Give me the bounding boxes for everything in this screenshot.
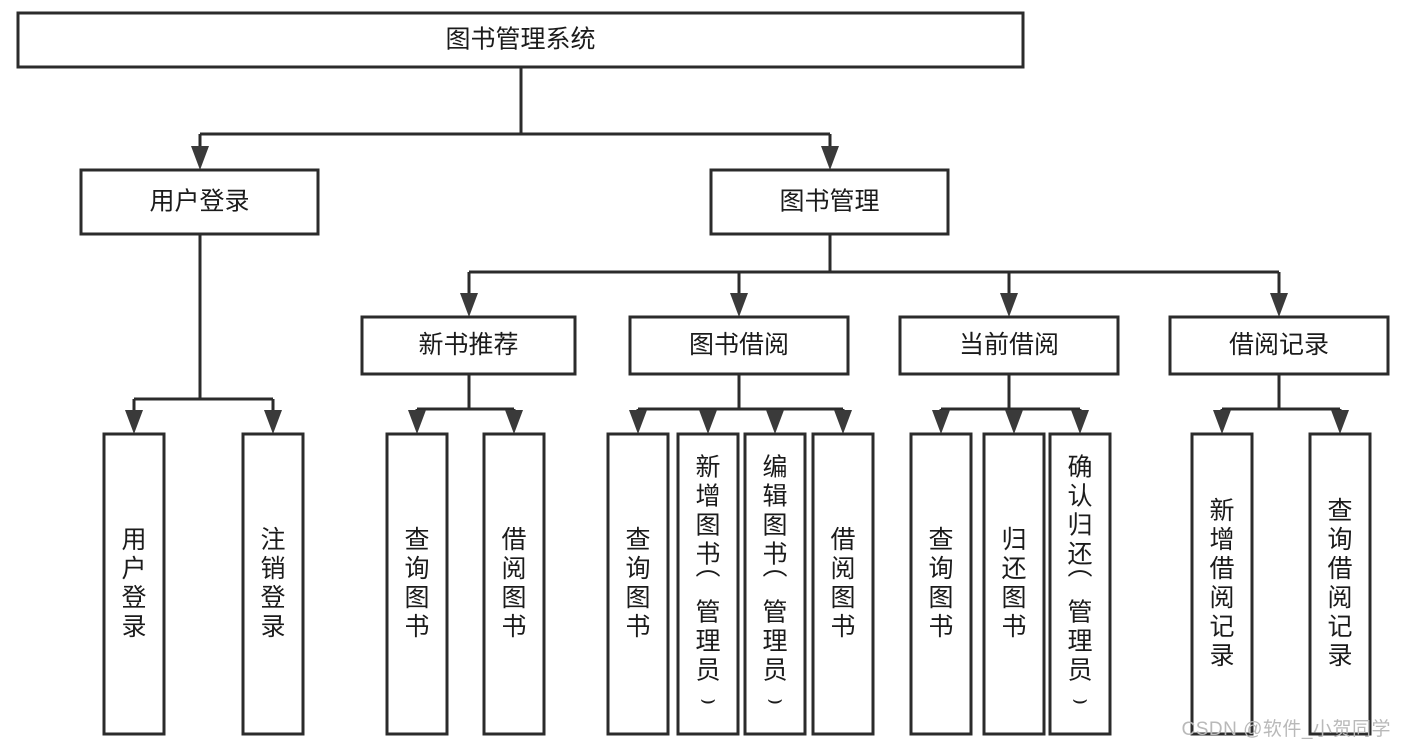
node-box-leaf-borrow-book[interactable] [811,432,875,736]
node-box-borrow-record[interactable] [1168,315,1390,376]
node-root[interactable]: 图书管理系统 [16,11,1025,69]
watermark-label: CSDN @软件_小贺同学 [1181,719,1391,740]
arrow-head-icon [1005,410,1023,434]
node-box-leaf-confirm-return[interactable] [1048,432,1112,736]
node-box-leaf-query-record[interactable] [1308,432,1372,736]
node-box-root[interactable] [16,11,1025,69]
arrow-head-icon [821,146,839,170]
edge-group-borrow-record [1213,374,1349,434]
node-leaf-user-login[interactable]: 用户登录 [102,432,166,736]
node-leaf-query-record[interactable]: 查询借阅记录 [1308,432,1372,736]
arrow-head-icon [766,410,784,434]
arrow-head-icon [699,410,717,434]
node-leaf-add-book[interactable]: 新增图书⌒管理员⌣ [676,432,740,736]
arrow-head-icon [834,410,852,434]
node-box-leaf-borrow-book-rec[interactable] [482,432,546,736]
node-label-root: 图书管理系统 [445,26,595,54]
node-leaf-borrow-book[interactable]: 借阅图书 [811,432,875,736]
edge-group-new-book-recommend [408,374,523,434]
node-borrow-record[interactable]: 借阅记录 [1168,315,1390,376]
node-box-book-borrow[interactable] [628,315,850,376]
node-label-leaf-borrow-book: 借阅图书 [830,526,855,641]
edge-group-current-borrow [932,374,1089,434]
node-leaf-return-book[interactable]: 归还图书 [982,432,1046,736]
arrow-head-icon [932,410,950,434]
node-label-leaf-confirm-return: 确认归还⌒管理员⌣ [1067,454,1092,714]
node-label-leaf-user-logout: 注销登录 [260,526,285,641]
node-label-user-login: 用户登录 [149,188,249,216]
node-leaf-edit-book[interactable]: 编辑图书⌒管理员⌣ [743,432,807,736]
node-box-user-login[interactable] [79,168,320,236]
arrow-head-icon [1331,410,1349,434]
node-new-book-recommend[interactable]: 新书推荐 [360,315,577,376]
node-layer: 图书管理系统用户登录图书管理新书推荐图书借阅当前借阅借阅记录用户登录注销登录查询… [16,11,1390,736]
node-label-borrow-record: 借阅记录 [1229,331,1329,359]
node-label-leaf-edit-book: 编辑图书⌒管理员⌣ [762,454,787,714]
node-box-leaf-query-book-rec[interactable] [385,432,449,736]
node-label-leaf-user-login: 用户登录 [121,526,146,641]
edge-group-root [191,67,839,170]
arrow-head-icon [460,293,478,317]
node-label-leaf-add-record: 新增借阅记录 [1209,497,1234,670]
node-label-leaf-return-book: 归还图书 [1001,526,1026,641]
arrow-head-icon [730,293,748,317]
node-label-book-manage: 图书管理 [779,188,879,216]
node-label-leaf-query-record: 查询借阅记录 [1327,497,1352,670]
node-label-book-borrow: 图书借阅 [689,331,789,359]
node-box-book-manage[interactable] [709,168,950,236]
node-leaf-borrow-book-rec[interactable]: 借阅图书 [482,432,546,736]
edge-layer [125,67,1349,434]
node-box-leaf-return-book[interactable] [982,432,1046,736]
arrow-head-icon [191,146,209,170]
arrow-head-icon [408,410,426,434]
node-label-leaf-query-book-current: 查询图书 [928,526,953,641]
node-box-leaf-query-book-borrow[interactable] [606,432,670,736]
arrow-head-icon [264,410,282,434]
node-leaf-confirm-return[interactable]: 确认归还⌒管理员⌣ [1048,432,1112,736]
node-book-manage[interactable]: 图书管理 [709,168,950,236]
node-box-leaf-add-book[interactable] [676,432,740,736]
arrow-head-icon [1000,293,1018,317]
node-box-leaf-user-login[interactable] [102,432,166,736]
node-label-new-book-recommend: 新书推荐 [418,331,518,359]
node-label-leaf-query-book-borrow: 查询图书 [625,526,650,641]
node-current-borrow[interactable]: 当前借阅 [898,315,1120,376]
node-box-new-book-recommend[interactable] [360,315,577,376]
node-leaf-query-book-rec[interactable]: 查询图书 [385,432,449,736]
node-box-leaf-add-record[interactable] [1190,432,1254,736]
node-label-leaf-query-book-rec: 查询图书 [404,526,429,641]
node-box-leaf-user-logout[interactable] [241,432,305,736]
node-label-leaf-add-book: 新增图书⌒管理员⌣ [695,454,720,714]
arrow-head-icon [505,410,523,434]
node-book-borrow[interactable]: 图书借阅 [628,315,850,376]
node-label-current-borrow: 当前借阅 [959,331,1059,359]
node-box-current-borrow[interactable] [898,315,1120,376]
edge-group-user-login [125,234,282,434]
node-leaf-query-book-borrow[interactable]: 查询图书 [606,432,670,736]
arrow-head-icon [629,410,647,434]
node-label-leaf-borrow-book-rec: 借阅图书 [501,526,526,641]
edge-group-book-manage [460,234,1288,317]
edge-group-book-borrow [629,374,852,434]
node-leaf-add-record[interactable]: 新增借阅记录 [1190,432,1254,736]
arrow-head-icon [125,410,143,434]
arrow-head-icon [1071,410,1089,434]
arrow-head-icon [1270,293,1288,317]
node-leaf-query-book-current[interactable]: 查询图书 [909,432,973,736]
node-box-leaf-edit-book[interactable] [743,432,807,736]
node-leaf-user-logout[interactable]: 注销登录 [241,432,305,736]
node-user-login[interactable]: 用户登录 [79,168,320,236]
node-box-leaf-query-book-current[interactable] [909,432,973,736]
arrow-head-icon [1213,410,1231,434]
